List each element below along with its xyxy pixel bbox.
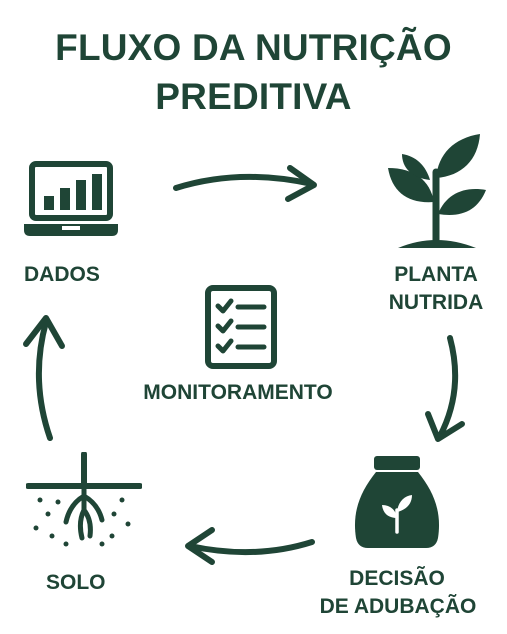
node-label-decisao-line-2: DE ADUBAÇÃO [319,595,477,618]
node-label-dados: DADOS [24,263,100,286]
soil-roots-icon [26,452,142,552]
fertilizer-bag-icon [352,452,442,552]
diagram-title-line-2: PREDITIVA [155,76,352,117]
arrow-dados-to-planta [173,173,315,191]
node-label-solo: SOLO [46,571,106,594]
node-label-decisao-line-1: DECISÃO [349,567,445,590]
node-label-planta-line-1: PLANTA [394,263,478,286]
arrow-planta-to-decisao-head [425,411,465,442]
laptop-chart-icon [24,160,118,240]
arrow-planta-to-decisao [437,335,459,439]
arrow-solo-to-dados [35,319,53,441]
node-label-planta-line-2: NUTRIDA [388,291,484,314]
diagram-title-line-1: FLUXO DA NUTRIÇÃO [55,27,452,68]
arrow-solo-to-dados-head [23,315,65,349]
node-label-monitoramento: MONITORAMENTO [143,381,333,404]
arrow-decisao-to-solo-head [185,527,215,565]
arrow-dados-to-planta-head [285,165,317,202]
checklist-icon [204,284,278,370]
plant-sprout-icon [384,132,488,252]
arrow-decisao-to-solo [187,539,315,556]
